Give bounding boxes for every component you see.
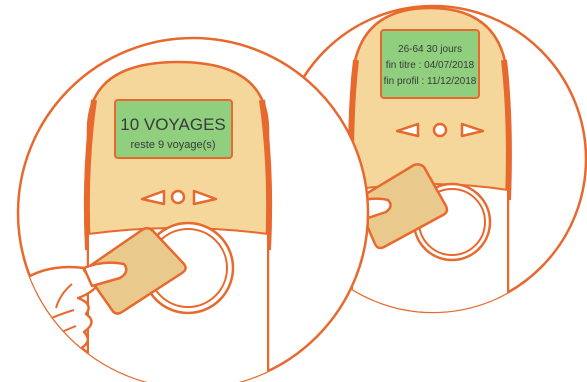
right-screen-line3: fin profil : 11/12/2018 (384, 76, 477, 87)
validator-button-icon (172, 191, 184, 203)
right-screen-line2: fin titre : 04/07/2018 (386, 60, 475, 71)
validator-button-icon (434, 124, 446, 136)
left-screen-line2: reste 9 voyage(s) (131, 139, 216, 151)
left-screen-line1: 10 VOYAGES (120, 115, 226, 134)
left-validator: 10 VOYAGES reste 9 voyage(s) (8, 38, 368, 382)
right-screen-line1: 26-64 30 jours (398, 44, 462, 55)
right-validator-buttons (397, 124, 483, 136)
